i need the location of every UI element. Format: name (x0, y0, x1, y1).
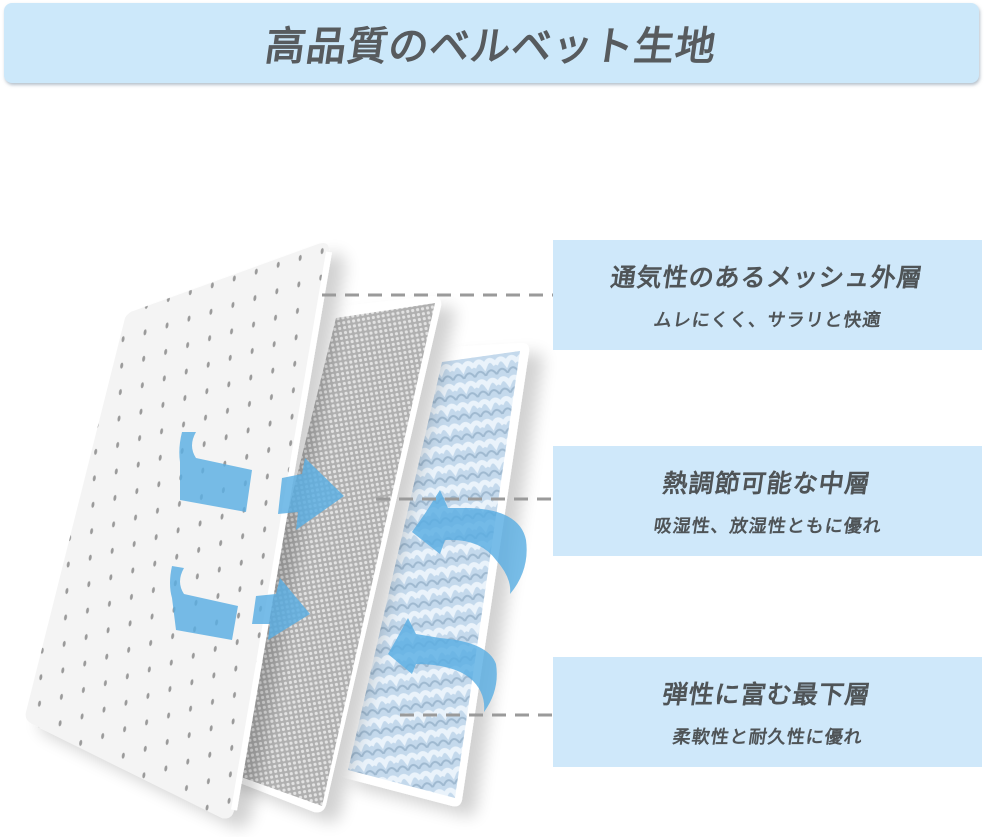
outer-perforated-layer (25, 243, 332, 819)
label-bottom-layer: 弾性に富む最下層 柔軟性と耐久性に優れ (553, 657, 982, 767)
right-arrow-icon (278, 458, 344, 530)
left-arrow-icon (412, 490, 527, 594)
label-title: 弾性に富む最下層 (661, 680, 874, 709)
label-middle-layer: 熱調節可能な中層 吸湿性、放湿性ともに優れ (553, 446, 982, 556)
airflow-arrows (170, 432, 527, 712)
header-banner: 高品質のベルベット生地 (4, 3, 979, 83)
label-title: 通気性のあるメッシュ外層 (609, 263, 926, 292)
label-subtitle: ムレにくく、サラリと快適 (651, 310, 883, 331)
leader-lines (322, 293, 553, 717)
left-arrow-icon (388, 618, 497, 712)
label-outer-layer: 通気性のあるメッシュ外層 ムレにくく、サラリと快適 (553, 240, 982, 350)
label-subtitle: 吸湿性、放湿性ともに優れ (651, 516, 883, 537)
curved-arrow-icon (170, 566, 238, 640)
label-title: 熱調節可能な中層 (661, 469, 874, 498)
middle-mesh-layer (217, 296, 442, 813)
label-subtitle: 柔軟性と耐久性に優れ (670, 727, 864, 748)
curved-arrow-icon (179, 432, 252, 512)
right-arrow-icon (252, 578, 310, 640)
bottom-knit-layer (339, 343, 530, 807)
